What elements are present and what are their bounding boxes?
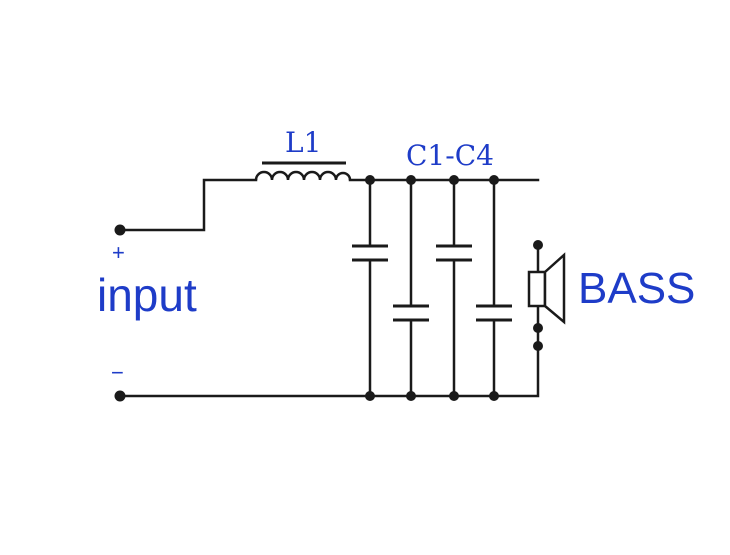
input-label: input xyxy=(97,269,197,321)
input-minus-terminal xyxy=(114,390,126,402)
capacitor-c2 xyxy=(393,178,429,398)
inductor-label: L1 xyxy=(285,126,321,159)
junction-dot xyxy=(365,391,375,401)
capacitor-c3 xyxy=(436,178,472,398)
speaker-minus-terminal xyxy=(533,341,543,351)
speaker-cone xyxy=(543,252,566,325)
junction-dot xyxy=(489,391,499,401)
inductor-l1 xyxy=(254,161,352,181)
input-plus-wire xyxy=(118,178,258,232)
input-plus-label: + xyxy=(112,240,125,265)
input-plus-terminal xyxy=(114,224,126,236)
inductor-coil xyxy=(254,170,352,181)
capacitors-label: C1-C4 xyxy=(406,139,494,172)
junction-dot xyxy=(406,175,416,185)
junction-dot xyxy=(406,391,416,401)
speaker-magnet xyxy=(527,270,547,308)
speaker-plus-terminal xyxy=(533,240,543,250)
capacitor-c4 xyxy=(476,178,512,398)
junction-dot xyxy=(365,175,375,185)
junction-dot xyxy=(449,391,459,401)
speaker-label: BASS xyxy=(578,264,695,313)
ground-wire xyxy=(118,344,540,398)
speaker-minus-terminal xyxy=(533,323,543,333)
junction-dot xyxy=(489,175,499,185)
speaker-icon xyxy=(527,252,566,325)
input-minus-label: − xyxy=(111,360,124,385)
junction-dot xyxy=(449,175,459,185)
junction-dots xyxy=(114,175,543,402)
capacitor-c1 xyxy=(352,178,388,398)
